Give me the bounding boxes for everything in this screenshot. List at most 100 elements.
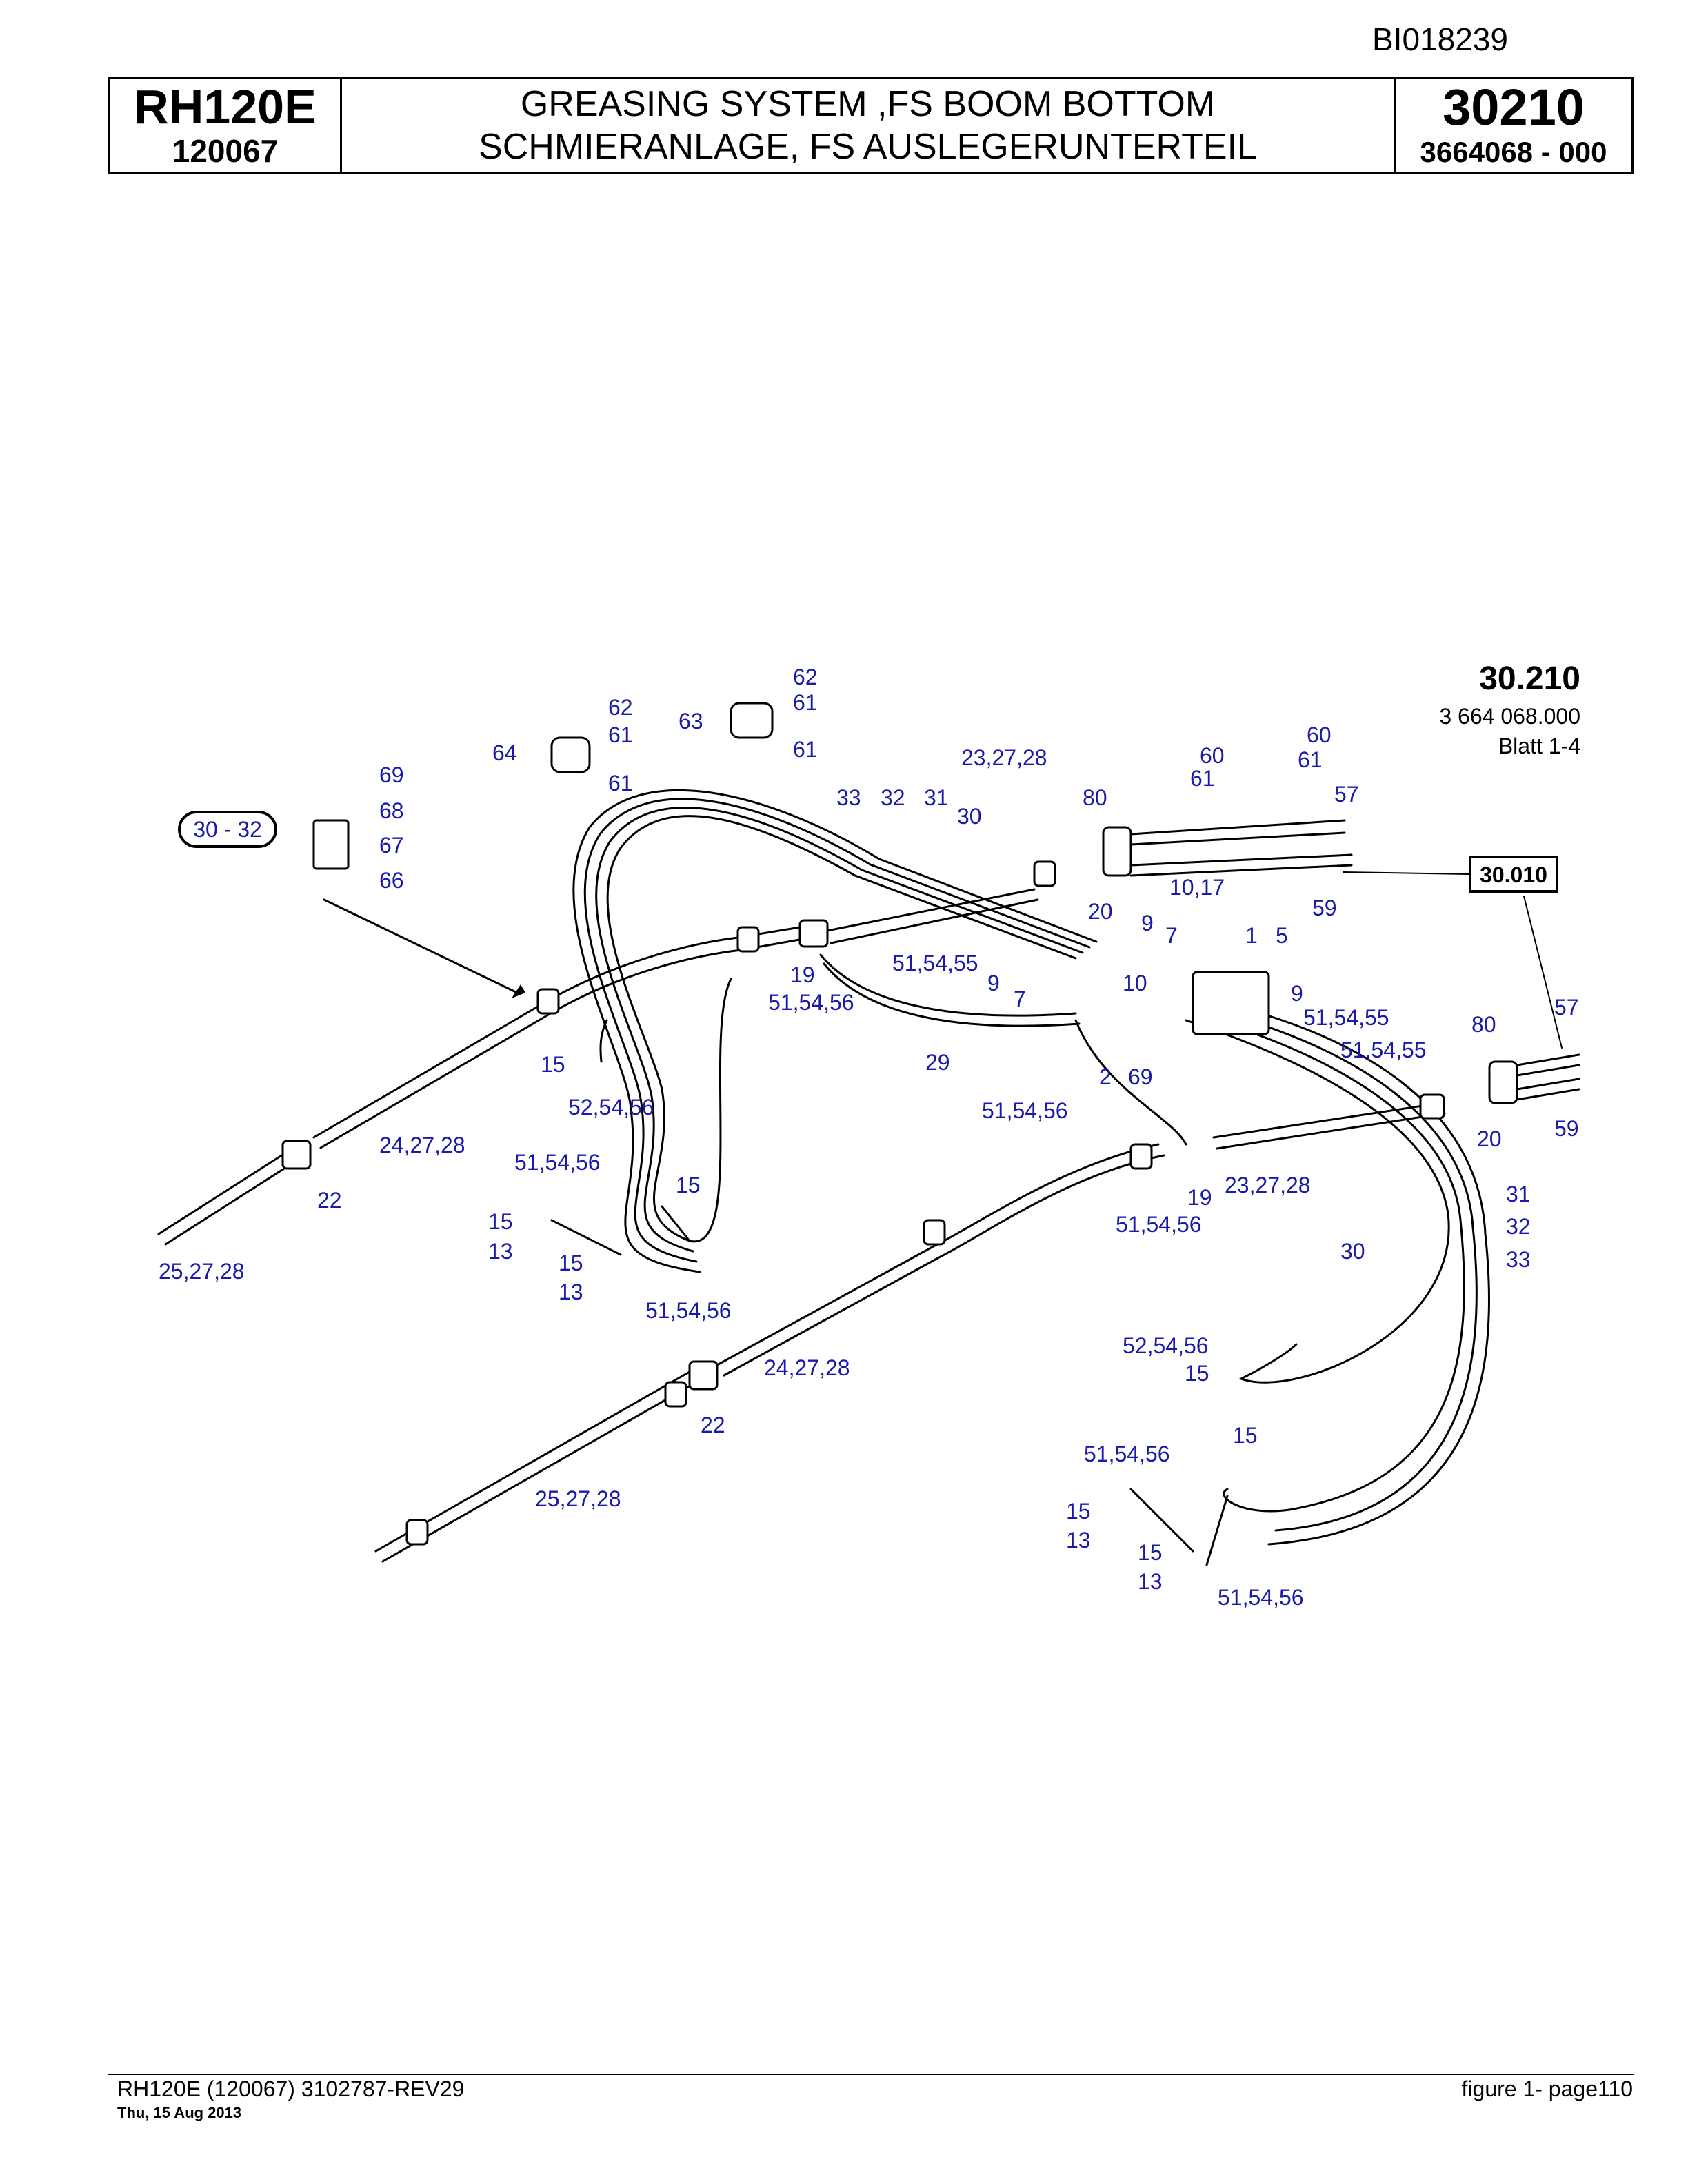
callout: 24,27,28 (764, 1355, 850, 1380)
callout: 51,54,55 (1303, 1005, 1389, 1030)
callout: 69 (379, 762, 404, 787)
callout: 13 (1138, 1569, 1163, 1594)
callout: 52,54,56 (1123, 1333, 1209, 1358)
callout: 51,54,56 (982, 1098, 1068, 1123)
callout: 15 (1185, 1361, 1209, 1386)
callout: 62 (608, 695, 633, 720)
callout: 64 (492, 740, 517, 765)
callout: 61 (793, 690, 818, 715)
callout: 61 (793, 737, 818, 762)
pipe-drawing (157, 789, 1580, 1566)
callout: 80 (1471, 1012, 1496, 1037)
callout: 33 (836, 785, 861, 810)
callout: 22 (317, 1188, 342, 1213)
callout: 30 (957, 804, 982, 829)
callout: 5 (1276, 923, 1288, 948)
callout: 19 (1187, 1185, 1212, 1210)
figure-number: 30210 (1443, 79, 1585, 136)
footer-page-ref: figure 1- page110 (1461, 2076, 1633, 2101)
range-box-label: 30 - 32 (193, 817, 262, 842)
callout: 67 (379, 833, 404, 858)
callout: 20 (1477, 1126, 1502, 1151)
serial-number: 120067 (172, 133, 279, 169)
callout: 59 (1312, 896, 1337, 920)
callout: 2 (1099, 1064, 1112, 1089)
callout: 31 (1506, 1182, 1531, 1206)
model-name: RH120E (134, 80, 316, 134)
callout: 20 (1088, 899, 1113, 924)
callout: 1 (1245, 923, 1258, 948)
callout: 51,54,56 (1084, 1442, 1170, 1466)
callout: 31 (924, 785, 949, 810)
callout: 59 (1554, 1116, 1579, 1141)
callout: 33 (1506, 1247, 1531, 1272)
callout: 23,27,28 (1225, 1173, 1311, 1197)
callout: 66 (379, 868, 404, 893)
callout: 9 (987, 971, 1000, 995)
title-cell: GREASING SYSTEM ,FS BOOM BOTTOM SCHMIERA… (342, 79, 1396, 172)
callout: 51,54,56 (1218, 1585, 1304, 1610)
callout: 15 (1138, 1540, 1163, 1565)
callout: 32 (881, 785, 905, 810)
callout: 15 (488, 1209, 513, 1234)
part-number: 3664068 - 000 (1420, 136, 1607, 168)
callout: 10 (1123, 971, 1147, 995)
footer-divider (108, 2074, 1634, 2075)
callout: 32 (1506, 1214, 1531, 1239)
callout: 51,54,55 (892, 951, 978, 975)
title-block: RH120E 120067 GREASING SYSTEM ,FS BOOM B… (108, 77, 1634, 174)
callout: 61 (608, 771, 633, 796)
callout: 80 (1083, 785, 1107, 810)
callout: 51,54,55 (1340, 1038, 1427, 1062)
callouts: 62 61 64 61 62 61 63 61 69 68 67 66 60 6… (159, 665, 1579, 1610)
callout: 9 (1291, 981, 1303, 1006)
callout: 15 (1066, 1499, 1091, 1524)
callout: 22 (701, 1413, 725, 1437)
footer-date: Thu, 15 Aug 2013 (117, 2104, 242, 2121)
callout: 51,54,56 (1116, 1212, 1202, 1237)
callout: 61 (608, 722, 633, 747)
callout: 60 (1307, 722, 1332, 747)
callout: 15 (541, 1052, 565, 1077)
callout: 23,27,28 (961, 745, 1047, 770)
callout: 9 (1141, 911, 1154, 936)
callout: 13 (488, 1239, 513, 1264)
document-id: BI018239 (1372, 21, 1508, 57)
callout: 63 (679, 709, 703, 734)
callout: 62 (793, 665, 818, 689)
callout: 57 (1334, 782, 1359, 807)
title-english: GREASING SYSTEM ,FS BOOM BOTTOM (520, 84, 1216, 124)
clamps-and-fittings (281, 702, 1518, 1546)
figure-reference: 30.210 3 664 068.000 Blatt 1-4 30.010 30… (178, 660, 1580, 893)
callout: 69 (1128, 1064, 1153, 1089)
title-german: SCHMIERANLAGE, FS AUSLEGERUNTERTEIL (479, 127, 1257, 167)
callout: 51,54,56 (645, 1298, 732, 1323)
callout: 10,17 (1169, 875, 1225, 900)
footer-document-ref: RH120E (120067) 3102787-REV29 (117, 2076, 465, 2101)
callout: 13 (1066, 1528, 1091, 1553)
callout: 15 (1233, 1423, 1258, 1448)
callout: 19 (790, 962, 815, 987)
callout: 61 (1190, 766, 1215, 791)
reference-box-label: 30.010 (1480, 862, 1547, 887)
figure-cell: 30210 3664068 - 000 (1396, 79, 1631, 172)
callout: 61 (1298, 747, 1323, 772)
callout: 25,27,28 (535, 1486, 621, 1511)
callout: 24,27,28 (379, 1133, 465, 1157)
callout: 15 (676, 1173, 701, 1197)
figure-part-number: 3 664 068.000 (1439, 704, 1580, 729)
callout: 51,54,56 (514, 1150, 601, 1175)
callout: 25,27,28 (159, 1259, 245, 1284)
figure-label: 30.210 (1479, 660, 1580, 697)
callout: 52,54,56 (568, 1095, 654, 1120)
callout: 30 (1340, 1239, 1365, 1264)
sheet-label: Blatt 1-4 (1498, 734, 1580, 758)
callout: 29 (925, 1050, 950, 1075)
callout: 13 (559, 1280, 583, 1304)
callout: 68 (379, 798, 404, 823)
model-cell: RH120E 120067 (110, 79, 342, 172)
callout: 7 (1165, 923, 1178, 948)
callout: 57 (1554, 995, 1579, 1020)
callout: 15 (559, 1251, 583, 1275)
